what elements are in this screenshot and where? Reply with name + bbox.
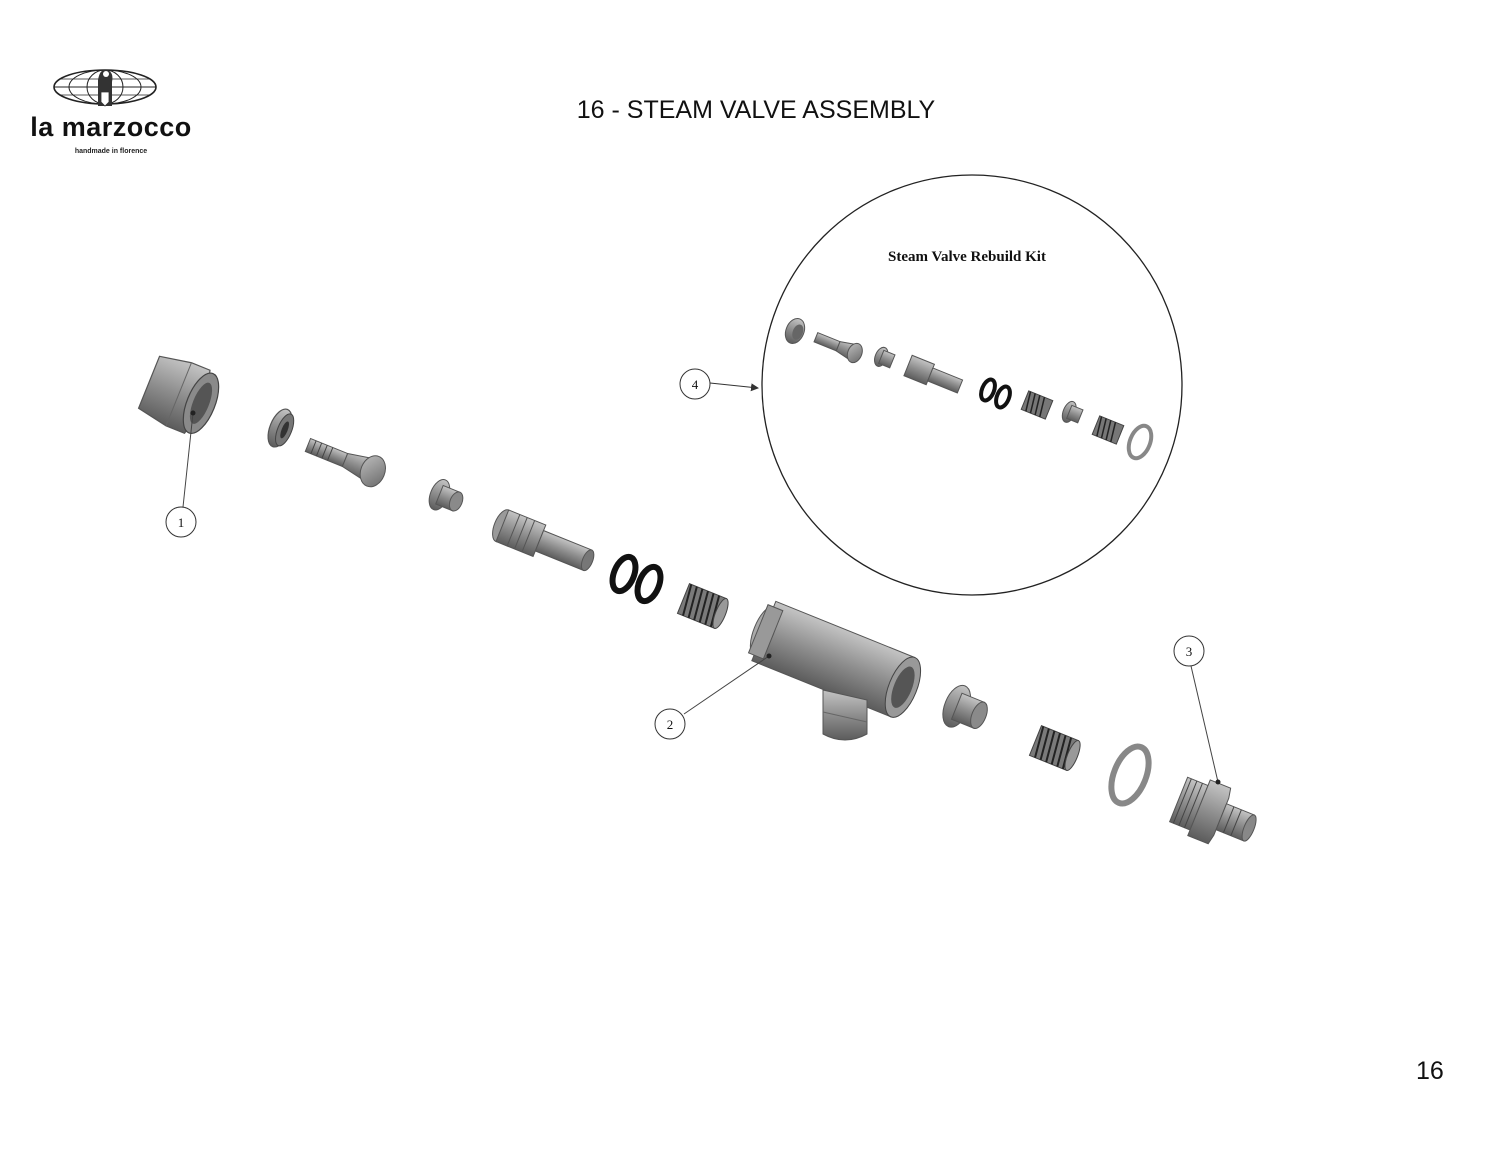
- callout-2: 2: [654, 708, 686, 740]
- rebuild-kit-label: Steam Valve Rebuild Kit: [888, 249, 1046, 265]
- hex-nut-part: [137, 355, 220, 435]
- rebuild-kit-inset: [761, 174, 1183, 596]
- o-ring-part: [634, 563, 664, 605]
- globe-lion-emblem-icon: [53, 69, 157, 107]
- threaded-fitting-part: [1168, 776, 1257, 845]
- la-marzocco-logo: la marzocco handmade in florence: [12, 62, 202, 162]
- svg-text:2: 2: [667, 717, 674, 732]
- callout-4: 4: [679, 368, 711, 400]
- brand-name: la marzocco: [30, 112, 192, 142]
- page-title: 16 - STEAM VALVE ASSEMBLY: [576, 96, 936, 124]
- callout-3: 3: [1173, 635, 1205, 667]
- rebuild-kit-parts: [784, 317, 1154, 461]
- brand-tagline: handmade in florence: [74, 148, 148, 155]
- spring-part: [676, 583, 729, 629]
- valve-seat-part: [428, 479, 464, 512]
- svg-text:4: 4: [692, 377, 699, 392]
- spring-part: [1028, 725, 1081, 771]
- plunger-part: [492, 509, 595, 572]
- page-number: 16: [1416, 1057, 1444, 1085]
- callout-1: 1: [165, 506, 197, 538]
- gasket-part: [1108, 743, 1152, 807]
- valve-seat-part: [942, 684, 988, 729]
- svg-text:3: 3: [1186, 644, 1193, 659]
- svg-text:1: 1: [178, 515, 185, 530]
- bushing-part: [267, 408, 295, 448]
- valve-body-tee-part: [747, 600, 922, 741]
- valve-stem-pin-part: [304, 437, 386, 488]
- o-ring-part: [609, 553, 639, 595]
